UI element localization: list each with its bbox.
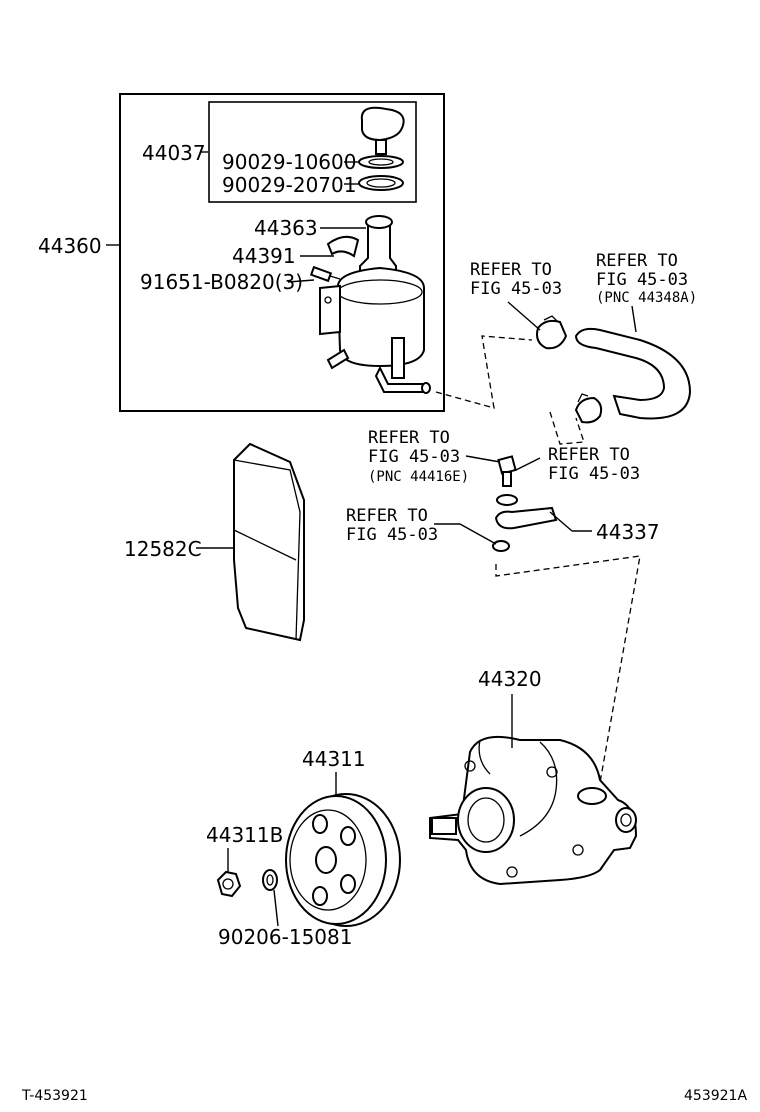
- part-number-12582C: 12582C: [124, 537, 202, 561]
- part-number-44311: 44311: [302, 747, 366, 771]
- part-number-91651: 91651-B0820(3): [140, 270, 303, 294]
- cap-subassembly-box: [208, 101, 417, 203]
- part-number-44037: 44037: [142, 141, 206, 165]
- reservoir-inlet-dash: [435, 335, 533, 409]
- svg-text:(PNC 44348A): (PNC 44348A): [596, 290, 697, 306]
- part-number-44363: 44363: [254, 216, 318, 240]
- ref-hose: REFER TO FIG 45-03 (PNC 44348A): [596, 251, 697, 306]
- part-number-90029-10600: 90029-10600: [222, 150, 356, 174]
- part-number-44320: 44320: [478, 667, 542, 691]
- filter-element: [233, 442, 305, 642]
- part-number-44311B: 44311B: [206, 823, 283, 847]
- part-number-44337: 44337: [596, 520, 660, 544]
- hose-clamp-lower: [574, 393, 603, 424]
- part-number-44391: 44391: [232, 244, 296, 268]
- footer-left-code: T-453921: [21, 1088, 88, 1104]
- svg-text:REFER TO: REFER TO: [548, 445, 630, 465]
- ref-gasket: REFER TO FIG 45-03: [346, 506, 438, 545]
- union-bolt: [492, 455, 558, 552]
- footer-right-code: 453921A: [684, 1088, 747, 1104]
- svg-text:REFER TO: REFER TO: [470, 260, 552, 280]
- svg-text:REFER TO: REFER TO: [346, 506, 428, 526]
- svg-text:FIG 45-03: FIG 45-03: [346, 525, 438, 545]
- svg-text:REFER TO: REFER TO: [368, 428, 450, 448]
- svg-text:REFER TO: REFER TO: [596, 251, 678, 271]
- reservoir-bolt: [309, 265, 341, 283]
- reservoir-band: [326, 235, 360, 258]
- reservoir-tank: [319, 215, 431, 394]
- reservoir-assembly-box: [119, 93, 445, 412]
- svg-text:FIG 45-03: FIG 45-03: [548, 464, 640, 484]
- ref-bolt: REFER TO FIG 45-03 (PNC 44416E): [368, 428, 469, 485]
- svg-text:FIG 45-03: FIG 45-03: [596, 270, 688, 290]
- hose-clamp-upper: [536, 315, 568, 350]
- return-hose: [574, 327, 692, 420]
- ref-clamp-upper: REFER TO FIG 45-03: [470, 260, 562, 299]
- power-steering-pump: [429, 736, 638, 886]
- ref-clamp-lower: REFER TO FIG 45-03: [548, 445, 640, 484]
- part-number-90206-15081: 90206-15081: [218, 925, 352, 949]
- pulley-washer: [262, 869, 278, 891]
- svg-text:FIG 45-03: FIG 45-03: [470, 279, 562, 299]
- pulley-nut: [216, 870, 242, 898]
- svg-text:FIG 45-03: FIG 45-03: [368, 447, 460, 467]
- part-number-90029-20701: 90029-20701: [222, 173, 356, 197]
- part-number-44360: 44360: [38, 234, 102, 258]
- svg-text:(PNC 44416E): (PNC 44416E): [368, 469, 469, 485]
- reservoir-cap: [358, 106, 405, 191]
- pump-pulley: [285, 793, 401, 927]
